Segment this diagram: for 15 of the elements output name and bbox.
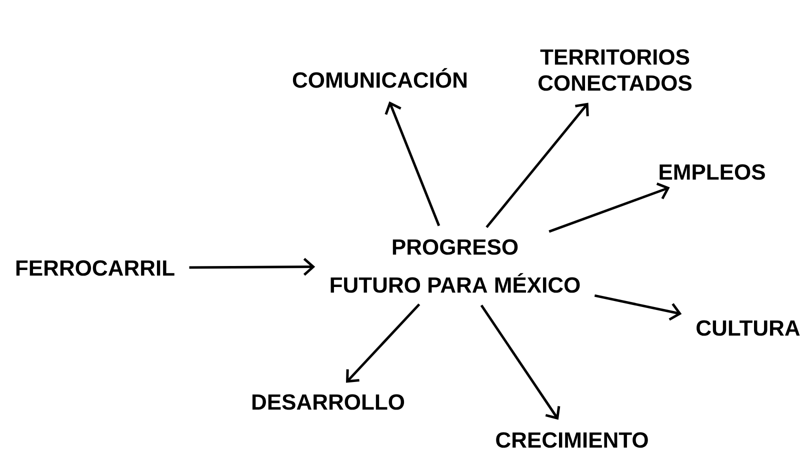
arrow [189,258,316,276]
word-label: FERROCARRIL [16,260,174,276]
arrow [486,102,589,228]
word-label: DESARROLLO [252,394,404,410]
arrow [480,304,560,420]
word-label: COMUNICACIÓN [292,68,467,88]
arrow [384,101,440,226]
word-label: CULTURA [696,320,800,336]
word-label: CRECIMIENTO [496,432,648,448]
word-label: PROGRESO FUTURO PARA MÉXICO [330,239,580,293]
arrow [548,182,670,233]
arrow [346,303,420,383]
arrow [594,294,682,321]
word-label: TERRITORIOS CONECTADOS [538,49,692,91]
word-label: EMPLEOS [660,164,765,180]
